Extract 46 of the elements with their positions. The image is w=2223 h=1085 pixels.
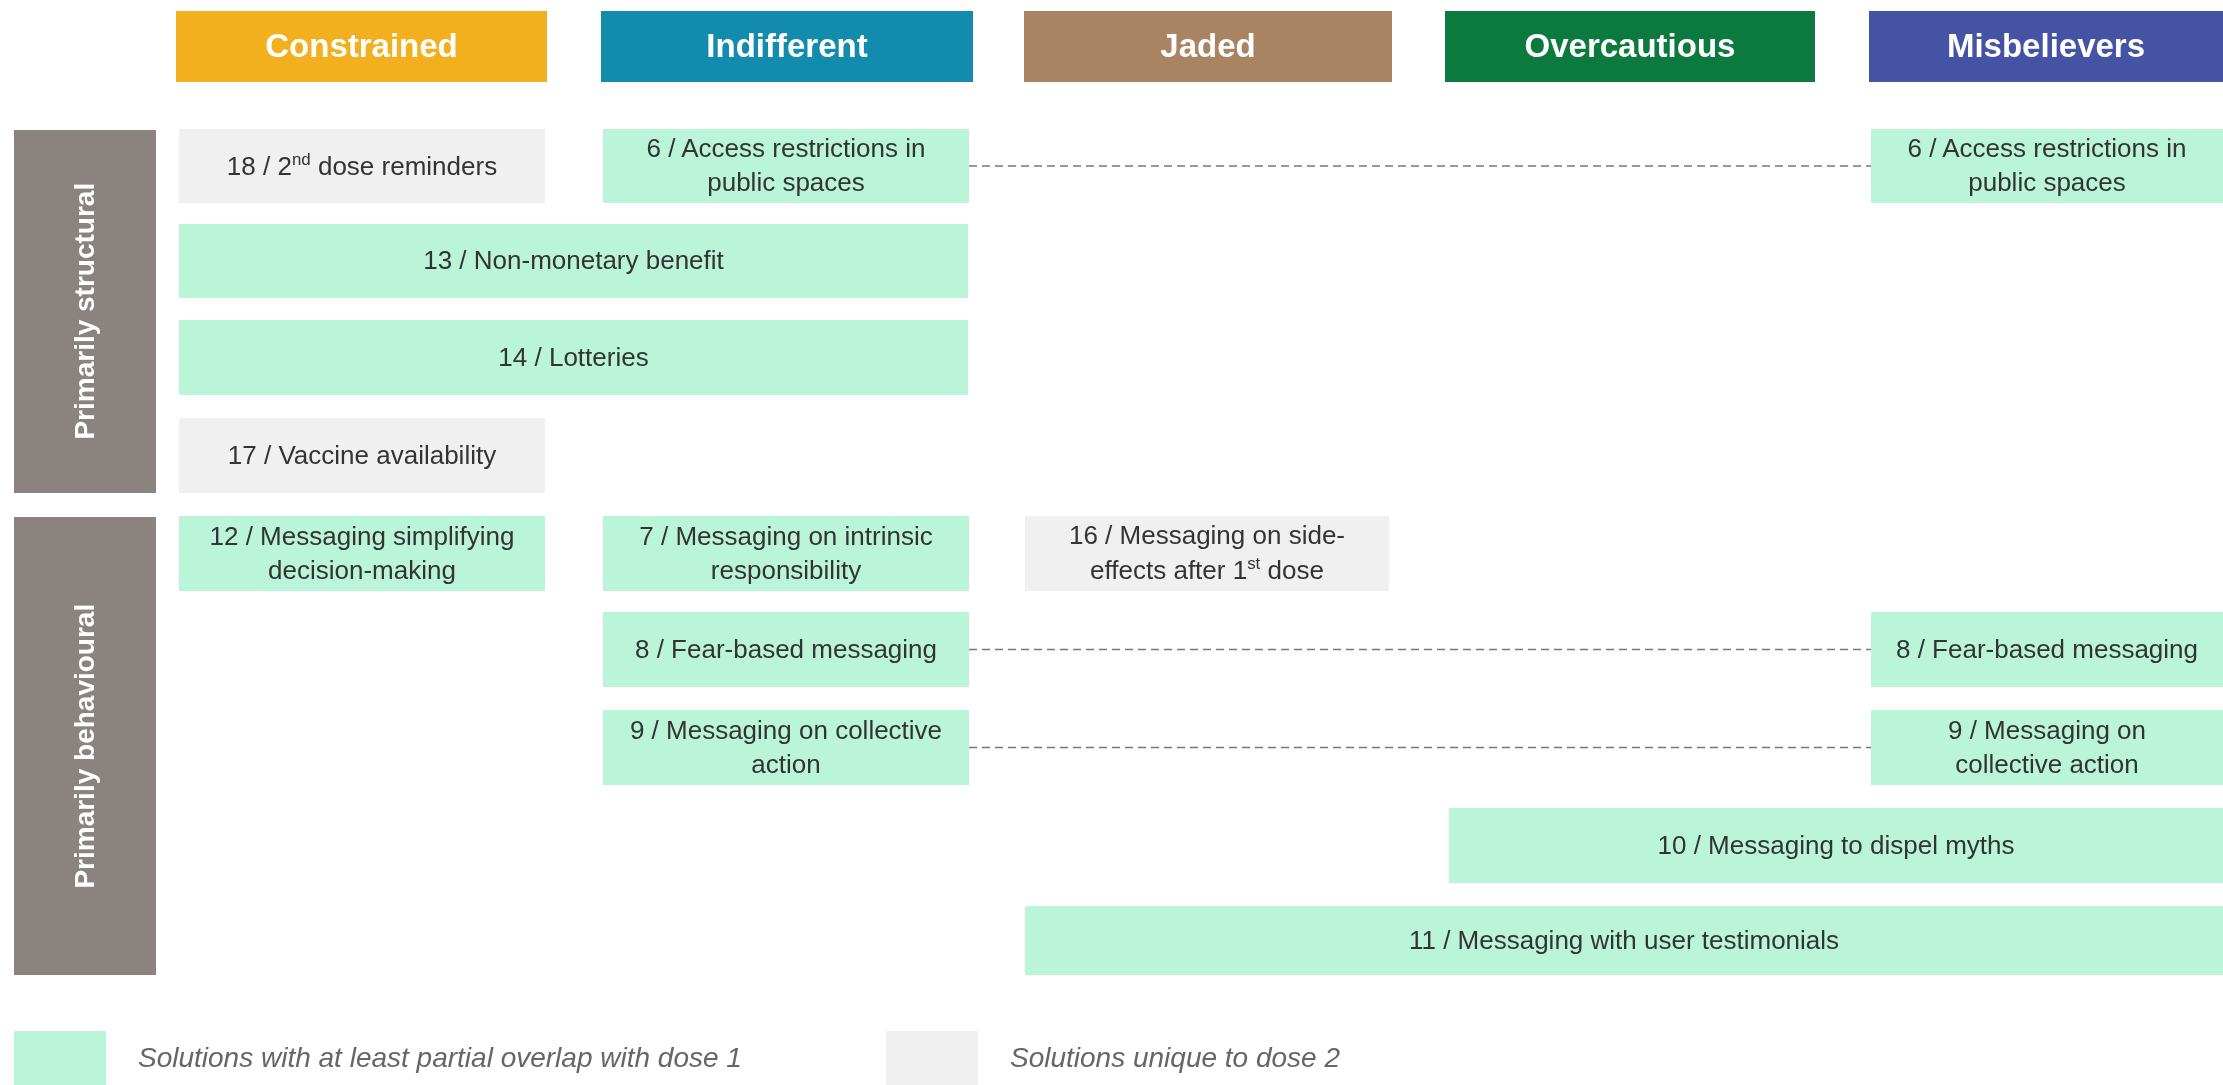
row-header [14, 517, 156, 975]
dashed-connector [968, 165, 1872, 167]
label-text: 10 / Messaging to dispel myths [1656, 828, 2016, 862]
label-text: 8 / Fear-based messaging [633, 632, 938, 666]
label-text: 12 / Messaging simplifying decision-making [208, 519, 516, 587]
label-text: Indifferent [705, 26, 869, 67]
solution-box [603, 516, 969, 591]
legend-text: Solutions with at least partial overlap with dose 1 [138, 1042, 742, 1074]
solution-box [179, 224, 968, 298]
label-text: 6 / Access restrictions in public spaces [1906, 132, 2188, 199]
label-text: 18 / 2$^{nd}$ dose reminders [225, 148, 499, 183]
label-text: 7 / Messaging on intrinsic responsibility [638, 519, 934, 587]
solution-box [603, 129, 969, 203]
label-text: Misbelievers [1945, 26, 2147, 67]
column-header [1869, 11, 2223, 82]
column-header [1445, 11, 1815, 82]
solution-box [1871, 612, 2223, 687]
label-text: 14 / Lotteries [497, 340, 650, 374]
solution-box [603, 710, 969, 785]
label-text: 8 / Fear-based messaging [1894, 632, 2199, 666]
label-text: 6 / Access restrictions in public spaces [645, 132, 927, 199]
column-header [1024, 11, 1392, 82]
label-text: 16 / Messaging on side-effects after 1$^{st}$ dose [1067, 519, 1346, 587]
label-text: 11 / Messaging with user testimonials [1407, 923, 1841, 957]
legend-text: Solutions unique to dose 2 [1010, 1042, 1341, 1074]
solution-box [1871, 710, 2223, 785]
column-header [601, 11, 973, 82]
solution-box [1025, 906, 2223, 975]
label-text: 13 / Non-monetary benefit [422, 244, 725, 278]
label-text: Primarily structural [67, 182, 101, 442]
label-text: 9 / Messaging on collective action [628, 713, 944, 781]
label-text: Constrained [264, 26, 459, 67]
column-header [176, 11, 547, 82]
label-text: Primarily behavioural [67, 602, 101, 891]
label-text: Overcautious [1523, 26, 1737, 67]
row-header [14, 130, 156, 493]
solution-box [603, 612, 969, 687]
dashed-connector [968, 648, 1872, 651]
label-text: 9 / Messaging on collective action [1947, 713, 2147, 781]
dashed-connector [968, 746, 1872, 749]
label-text: Jaded [1159, 26, 1257, 67]
solution-box [179, 516, 545, 591]
label-text: 17 / Vaccine availability [226, 438, 498, 472]
solution-box [179, 320, 968, 395]
solution-box [1449, 808, 2223, 883]
solution-box [1871, 129, 2223, 203]
